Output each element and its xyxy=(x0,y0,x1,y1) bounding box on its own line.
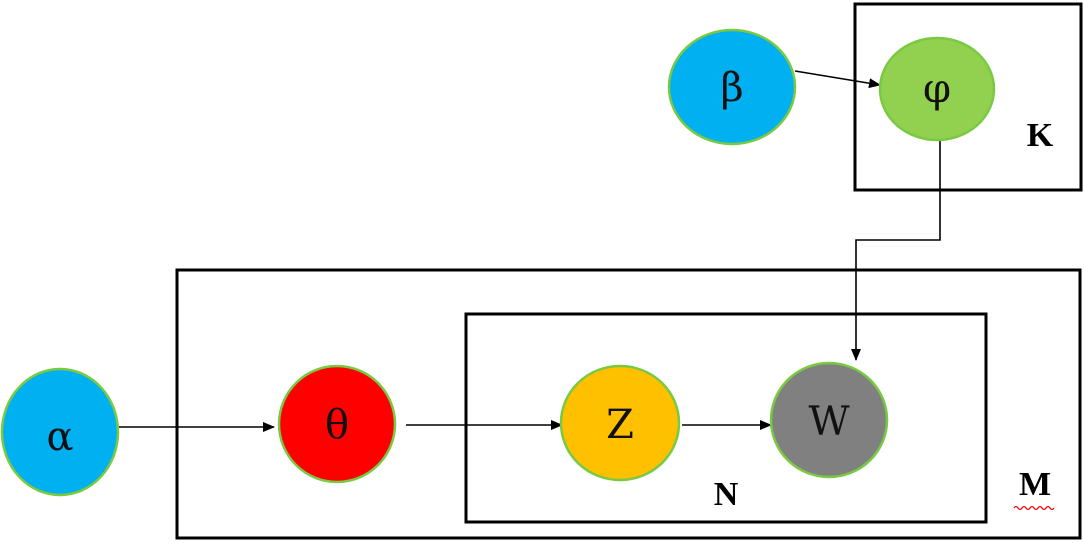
node-phi: φ xyxy=(878,36,996,142)
edge-phi-to-w xyxy=(851,140,941,361)
node-alpha: α xyxy=(0,367,120,497)
node-phi-circle xyxy=(878,36,996,142)
node-alpha-circle xyxy=(0,367,120,497)
node-z: Z xyxy=(559,364,681,482)
node-beta-circle xyxy=(667,28,797,146)
node-z-label: Z xyxy=(606,402,634,448)
node-z-circle xyxy=(559,364,681,482)
plate-n xyxy=(464,312,988,524)
plate-n-label: N xyxy=(714,476,739,513)
plate-m-label: M xyxy=(1019,466,1051,503)
node-beta-label: β xyxy=(720,65,743,111)
node-beta: β xyxy=(667,28,797,146)
plate-k xyxy=(853,2,1083,192)
node-theta: θ xyxy=(277,364,397,484)
node-w-label: W xyxy=(808,399,849,445)
edge-beta-to-phi xyxy=(794,70,881,89)
node-alpha-label: α xyxy=(46,414,73,460)
node-w: W xyxy=(769,361,889,479)
node-phi-label: φ xyxy=(923,66,951,112)
node-w-circle xyxy=(769,361,889,479)
node-theta-label: θ xyxy=(325,402,349,448)
plate-m xyxy=(175,268,1082,540)
plate-m-label-squiggle xyxy=(1013,505,1055,511)
plate-k-label: K xyxy=(1027,117,1054,154)
node-theta-circle xyxy=(277,364,397,484)
